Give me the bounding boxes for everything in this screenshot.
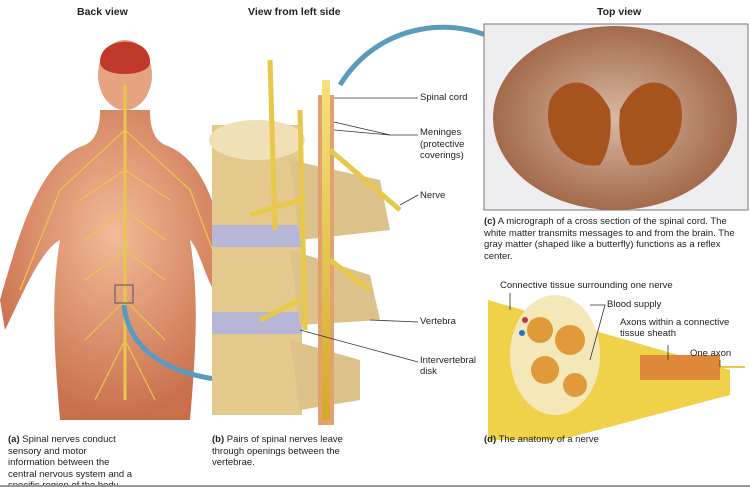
caption-letter: (d) [484,434,497,445]
heading-back-view: Back view [77,6,128,18]
spinal-cord-micrograph [483,23,749,211]
caption-a: (a) Spinal nerves conduct sensory and mo… [8,434,133,487]
label-one-axon: One axon [690,348,732,359]
heading-left-view: View from left side [248,6,341,18]
human-back-figure [0,40,230,420]
nerve-anatomy [488,295,745,440]
caption-c: (c) A micrograph of a cross section of t… [484,216,746,262]
label-meninges-sub: (protective coverings) [420,139,465,161]
caption-text: A micrograph of a cross section of the s… [484,216,735,262]
caption-letter: (c) [484,216,496,227]
label-meninges: Meninges [420,127,462,138]
leader-lines [299,97,419,363]
caption-b: (b) Pairs of spinal nerves leave through… [212,434,372,469]
label-intervertebral-disk: Intervertebral disk [420,355,476,377]
label-nerve: Nerve [420,190,446,201]
label-blood-supply: Blood supply [607,299,662,310]
vertebral-column [209,59,402,425]
label-connective-tissue: Connective tissue surrounding one nerve [500,280,673,291]
label-spinal-cord: Spinal cord [420,92,468,103]
caption-text: Pairs of spinal nerves leave through ope… [212,434,343,468]
label-vertebra: Vertebra [420,316,456,327]
heading-top-view: Top view [597,6,642,18]
caption-letter: (b) [212,434,225,445]
caption-text: Spinal nerves conduct sensory and motor … [8,434,133,487]
label-axons-sheath: Axons within a connective tissue sheath [620,317,730,339]
bottom-divider [0,485,750,487]
caption-text: The anatomy of a nerve [498,434,599,445]
caption-letter: (a) [8,434,20,445]
caption-d: (d) The anatomy of a nerve [484,434,684,446]
